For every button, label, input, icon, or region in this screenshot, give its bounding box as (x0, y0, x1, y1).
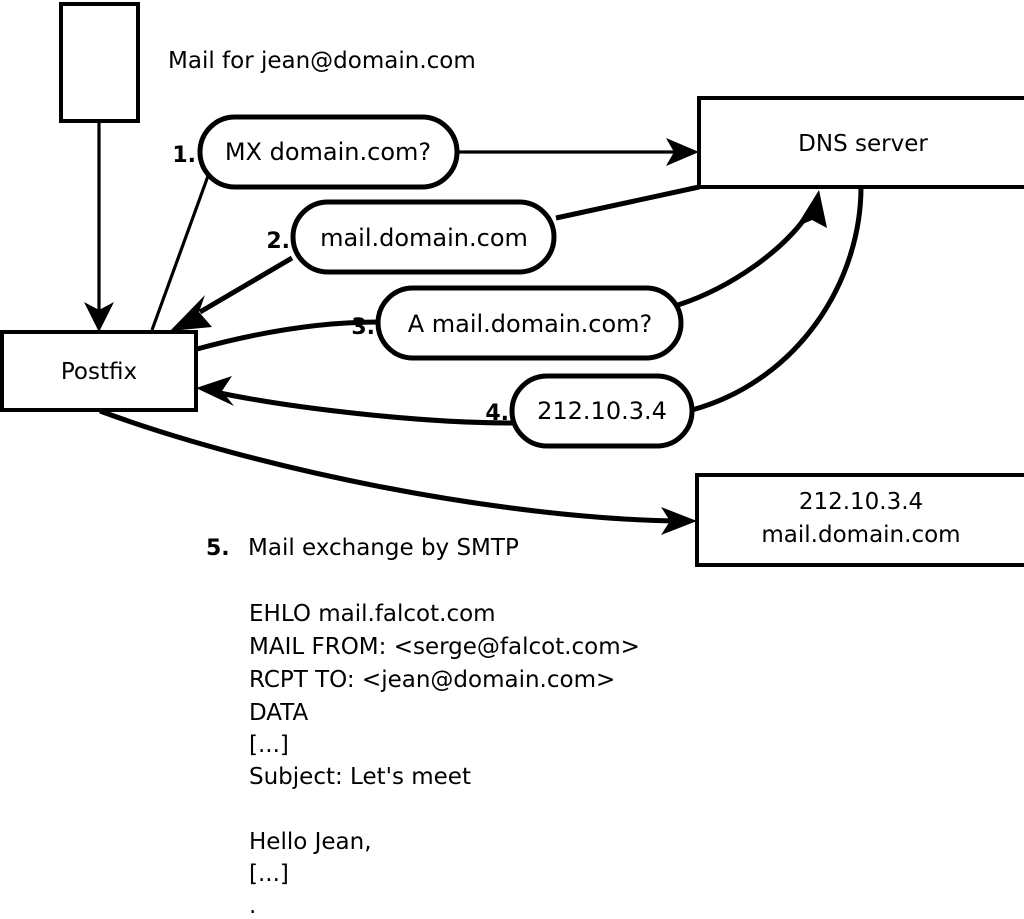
step-1-label: MX domain.com? (225, 138, 431, 166)
step-5-label: Mail exchange by SMTP (248, 535, 519, 561)
arrowhead-step1 (666, 138, 699, 166)
step-3-number: 3. (351, 315, 375, 340)
step-3-a-query-pill (375, 285, 684, 361)
step-2-mx-answer-pill (290, 199, 557, 275)
remote-mail-server-ip: 212.10.3.4 (799, 489, 923, 515)
arrowhead-step2 (170, 295, 212, 331)
remote-mail-server-hostname: mail.domain.com (761, 522, 960, 548)
smtp-line-4: [...] (249, 732, 289, 758)
step-2-number: 2. (266, 229, 290, 254)
smtp-line-1: MAIL FROM: <serge@falcot.com> (249, 634, 640, 660)
arrowhead-sender-to-postfix (84, 302, 114, 332)
smtp-line-8: [...] (249, 861, 289, 887)
smtp-line-3: DATA (249, 700, 309, 726)
step-3-label: A mail.domain.com? (408, 310, 653, 338)
step-4-number: 4. (485, 401, 509, 426)
edge-postfix-to-step1-pill (150, 175, 210, 331)
postfix-box-label: Postfix (61, 359, 137, 385)
arrowhead-step5 (661, 507, 697, 535)
edge-step4-to-postfix (214, 389, 513, 426)
smtp-line-9: . (249, 893, 256, 919)
postfix-box (0, 330, 198, 412)
step-4-label: 212.10.3.4 (537, 397, 667, 425)
arrowhead-step4 (196, 376, 234, 406)
edge-step5-smtp (99, 408, 677, 524)
edge-step2-to-postfix (198, 255, 294, 315)
remote-mail-server-box (695, 473, 1024, 567)
step-1-number: 1. (172, 143, 196, 168)
edge-dns-to-step4-pill (691, 186, 864, 413)
mail-for-caption: Mail for jean@domain.com (168, 48, 476, 74)
sender-box (59, 2, 140, 123)
arrowhead-step3 (796, 190, 827, 228)
dns-server-box-label: DNS server (798, 131, 928, 157)
step-4-a-answer-pill (509, 373, 695, 449)
smtp-line-2: RCPT TO: <jean@domain.com> (249, 667, 615, 693)
step-2-label: mail.domain.com (320, 224, 528, 252)
edge-step3-to-dns (677, 206, 815, 308)
smtp-line-5: Subject: Let's meet (249, 764, 471, 790)
step-1-mx-query-pill (197, 114, 460, 190)
step-5-number: 5. (206, 536, 230, 561)
smtp-line-0: EHLO mail.falcot.com (249, 601, 496, 627)
edge-postfix-to-step3-pill (196, 319, 379, 352)
smtp-line-7: Hello Jean, (249, 829, 372, 855)
edge-dns-to-step2-pill (555, 184, 700, 221)
dns-server-box (697, 96, 1024, 189)
